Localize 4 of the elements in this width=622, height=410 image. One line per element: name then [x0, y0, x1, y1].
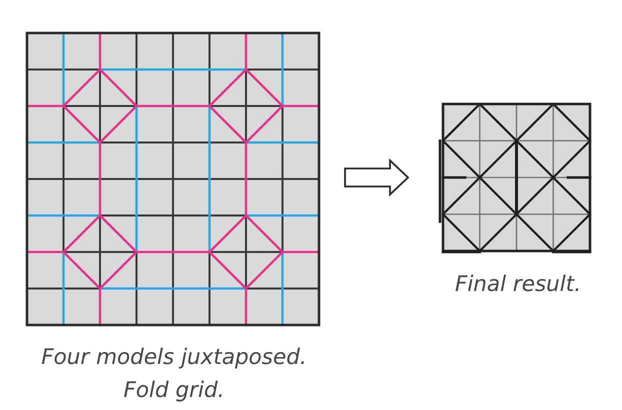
node-label: Final result.	[454, 271, 582, 299]
node-label: Four models juxtaposed. Fold grid.	[40, 344, 308, 405]
block-arrow	[344, 158, 410, 197]
crease-pattern-drawing	[25, 31, 321, 327]
